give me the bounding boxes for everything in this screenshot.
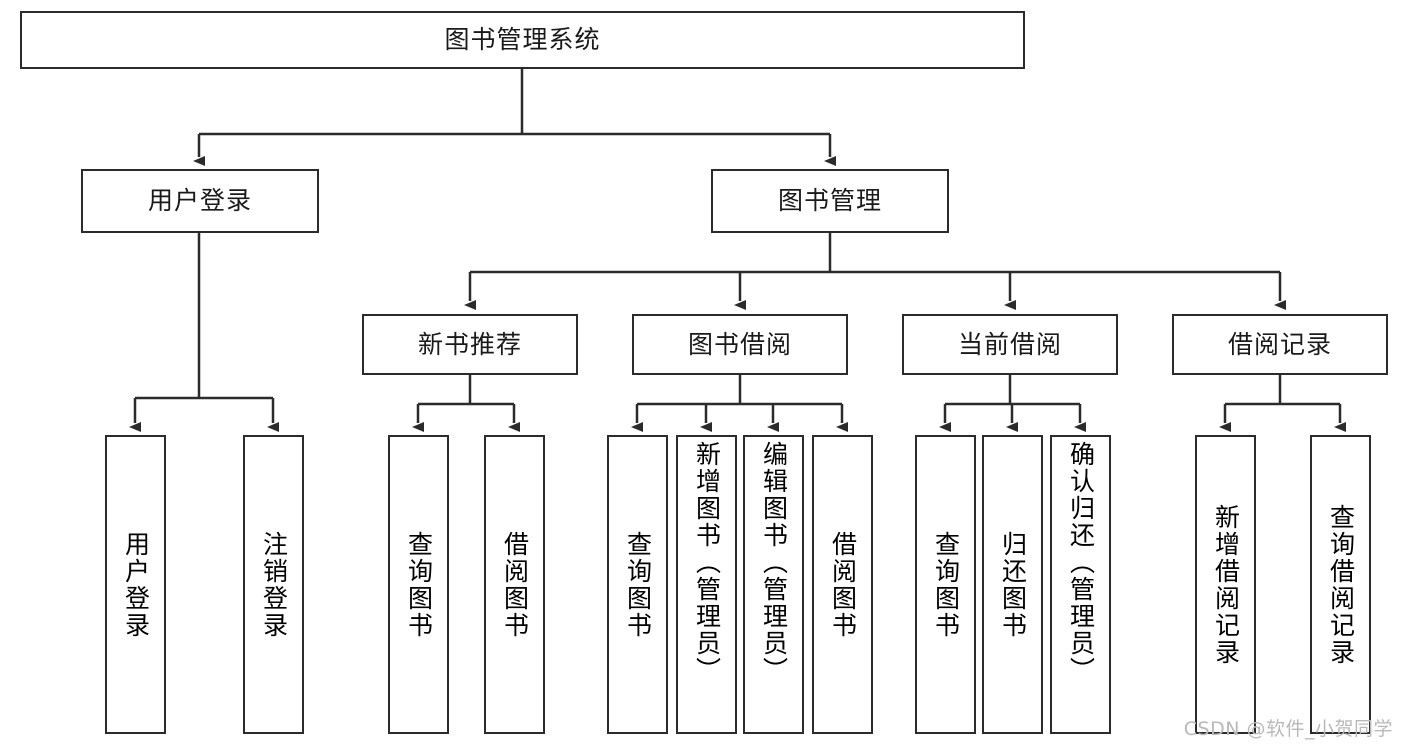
leaf-edit-book-admin[interactable]: 编辑图书（管理员）: [743, 435, 804, 734]
leaf-borrow-book[interactable]: 借阅图书: [812, 435, 873, 734]
leaf-label: 查询借阅记录: [1326, 503, 1356, 666]
leaf-label: 用户登录: [121, 530, 151, 639]
leaf-label: 注销登录: [259, 530, 289, 639]
node-user-login[interactable]: 用户登录: [81, 169, 319, 233]
leaf-add-book-admin[interactable]: 新增图书（管理员）: [676, 435, 737, 734]
node-book-borrow[interactable]: 图书借阅: [632, 314, 848, 375]
leaf-label: 编辑图书（管理员）: [759, 441, 789, 684]
node-current-borrow[interactable]: 当前借阅: [902, 314, 1118, 375]
leaf-borrow-book-recommend[interactable]: 借阅图书: [484, 435, 545, 734]
leaf-label: 归还图书: [998, 530, 1028, 639]
leaf-label: 查询图书: [404, 530, 434, 639]
leaf-label: 查询图书: [623, 530, 653, 639]
node-label: 用户登录: [147, 186, 252, 216]
leaf-return-book[interactable]: 归还图书: [982, 435, 1043, 734]
leaf-label: 新增图书（管理员）: [692, 441, 722, 684]
leaf-logout-login[interactable]: 注销登录: [243, 435, 304, 734]
leaf-label: 确认归还（管理员）: [1066, 441, 1096, 684]
leaf-label: 新增借阅记录: [1211, 503, 1241, 666]
leaf-add-borrow-record[interactable]: 新增借阅记录: [1195, 435, 1256, 734]
node-label: 当前借阅: [957, 329, 1062, 359]
node-borrow-record[interactable]: 借阅记录: [1172, 314, 1388, 375]
leaf-label: 查询图书: [931, 530, 961, 639]
leaf-query-book-recommend[interactable]: 查询图书: [388, 435, 449, 734]
leaf-query-book-borrow[interactable]: 查询图书: [607, 435, 668, 734]
node-label: 新书推荐: [417, 329, 522, 359]
leaf-label: 借阅图书: [500, 530, 530, 639]
node-book-management[interactable]: 图书管理: [711, 169, 949, 233]
node-label: 借阅记录: [1227, 329, 1332, 359]
leaf-user-login[interactable]: 用户登录: [105, 435, 166, 734]
leaf-query-book-current[interactable]: 查询图书: [915, 435, 976, 734]
leaf-query-borrow-record[interactable]: 查询借阅记录: [1310, 435, 1371, 734]
watermark: CSDN @软件_小贺同学: [1183, 718, 1393, 740]
node-label: 图书管理系统: [444, 25, 601, 55]
leaf-label: 借阅图书: [828, 530, 858, 639]
node-root-system[interactable]: 图书管理系统: [20, 11, 1025, 69]
node-label: 图书借阅: [687, 329, 792, 359]
node-label: 图书管理: [777, 186, 882, 216]
node-new-book-recommend[interactable]: 新书推荐: [362, 314, 578, 375]
leaf-confirm-return-admin[interactable]: 确认归还（管理员）: [1050, 435, 1111, 734]
